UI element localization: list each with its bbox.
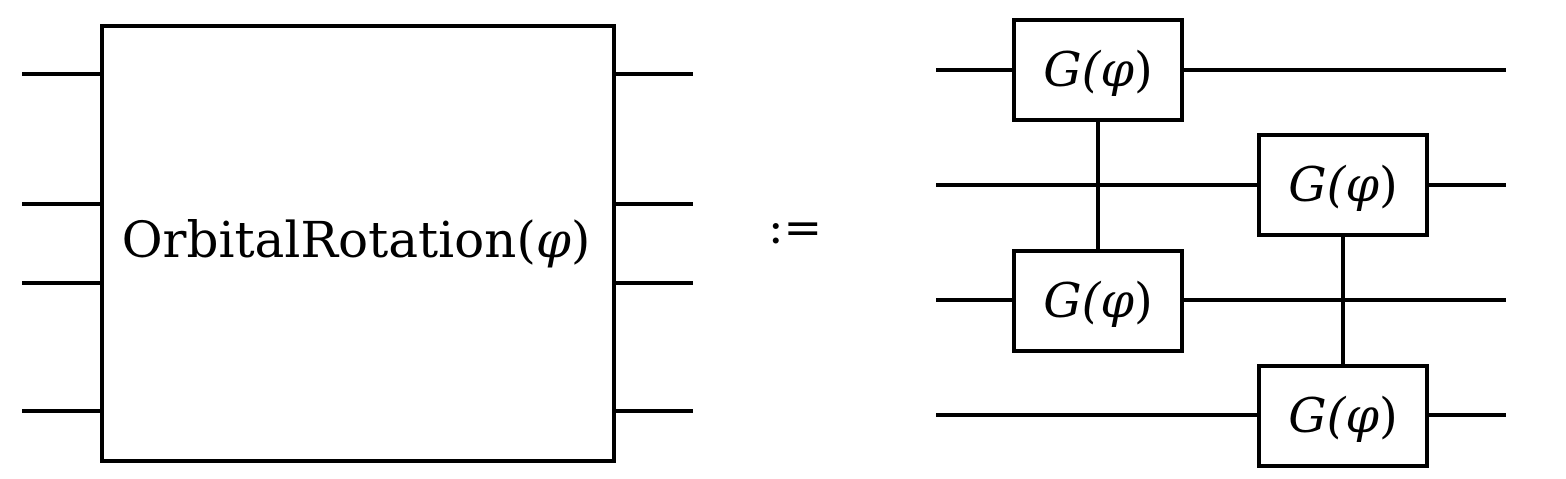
gate-label: G(φ) [1288, 388, 1397, 444]
gate-label: G(φ) [1043, 273, 1152, 329]
definition-symbol: := [768, 200, 822, 254]
gate-label: G(φ) [1288, 157, 1397, 213]
gate-4: G(φ) [1257, 364, 1429, 468]
gate-box [1257, 364, 1429, 468]
gate-3: G(φ) [1012, 249, 1184, 353]
orbital-rotation-label-text: OrbitalRotation( [122, 211, 536, 269]
left-input-wires [22, 72, 102, 413]
orbital-rotation-label-var: φ [536, 211, 571, 269]
orbital-rotation-label-close: ) [571, 211, 591, 269]
orbital-rotation-label: OrbitalRotation(φ) [122, 211, 591, 269]
gate-box [1257, 133, 1429, 237]
gate-box [1012, 249, 1184, 353]
gate-label: G(φ) [1043, 42, 1152, 98]
gate-box [1012, 18, 1184, 122]
left-output-wires [614, 72, 693, 413]
gate-1: G(φ) [1012, 18, 1184, 122]
orbital-rotation-box [100, 24, 616, 463]
gate-2: G(φ) [1257, 133, 1429, 237]
